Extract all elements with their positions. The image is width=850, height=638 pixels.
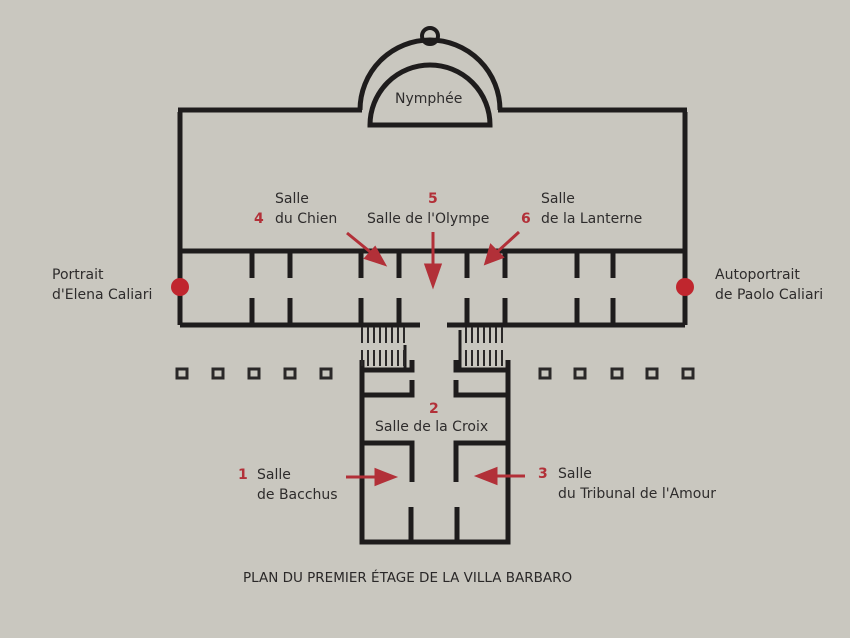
arrow-1-head <box>374 467 399 487</box>
room-4-label-line2: du Chien <box>275 211 337 227</box>
column <box>247 367 261 380</box>
column <box>610 367 624 380</box>
room-3-label-line1: Salle <box>558 466 592 482</box>
arrow-6-head <box>483 243 505 266</box>
portrait-marker-left <box>171 278 189 296</box>
column <box>538 367 552 380</box>
column <box>573 367 587 380</box>
room-1-label-line2: de Bacchus <box>257 487 338 503</box>
arrow-4-head <box>363 245 388 267</box>
portrait-right-line1: Autoportrait <box>715 267 800 283</box>
portrait-left-line2: d'Elena Caliari <box>52 287 152 303</box>
room-5-number: 5 <box>428 191 438 207</box>
room-label-nymphee: Nymphée <box>395 91 462 107</box>
arrow-4 <box>346 231 375 257</box>
room-6-label-line2: de la Lanterne <box>541 211 642 227</box>
column <box>681 367 695 380</box>
room-4-label-line1: Salle <box>275 191 309 207</box>
column <box>175 367 189 380</box>
room-arrows <box>346 230 525 487</box>
column <box>319 367 333 380</box>
column <box>283 367 297 380</box>
colonnade <box>175 367 695 380</box>
room-3-label-line2: du Tribunal de l'Amour <box>558 486 716 502</box>
room-1-label-line1: Salle <box>257 467 291 483</box>
portrait-marker-right <box>676 278 694 296</box>
column <box>211 367 225 380</box>
room-2-label: Salle de la Croix <box>375 419 488 435</box>
room-2-number: 2 <box>429 401 439 417</box>
column <box>645 367 659 380</box>
portrait-left-line1: Portrait <box>52 267 104 283</box>
portrait-right-line2: de Paolo Caliari <box>715 287 823 303</box>
room-1-number: 1 <box>238 467 248 483</box>
room-6-label-line1: Salle <box>541 191 575 207</box>
arrow-5-head <box>423 263 443 290</box>
arrow-3-head <box>473 466 498 486</box>
walls <box>177 26 688 545</box>
room-3-number: 3 <box>538 466 548 482</box>
arrow-6 <box>494 230 521 255</box>
room-5-label: Salle de l'Olympe <box>367 211 489 227</box>
staircases <box>361 327 503 366</box>
room-4-number: 4 <box>254 211 264 227</box>
room-6-number: 6 <box>521 211 531 227</box>
plan-title: PLAN DU PREMIER ÉTAGE DE LA VILLA BARBAR… <box>243 569 572 586</box>
